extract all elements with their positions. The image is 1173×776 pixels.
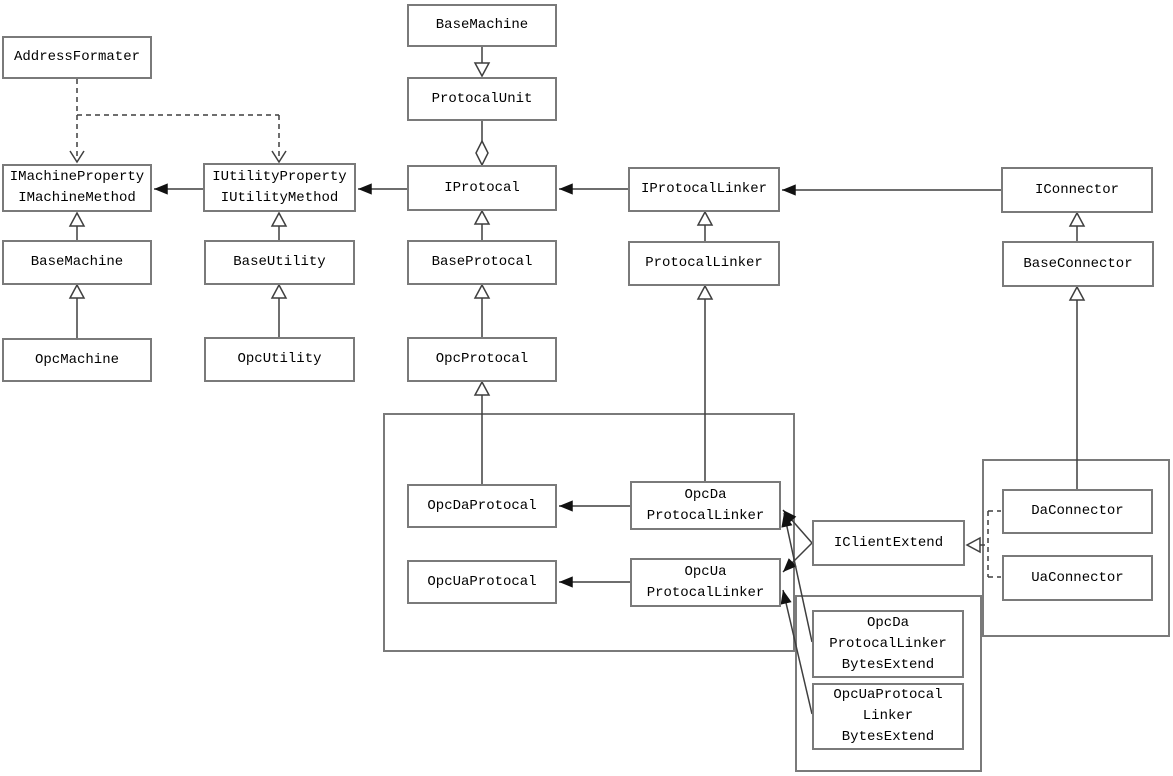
edge-opcutility-baseutility (270, 283, 288, 337)
node-opcua-bytesextend-label-2: Linker (862, 708, 914, 724)
node-baseconnector: BaseConnector (1002, 241, 1154, 287)
edge-connectors-iclientextend (980, 510, 1001, 578)
edge-opcuabytes-opcualinker (780, 589, 813, 715)
node-protocallinker: ProtocalLinker (628, 241, 780, 286)
edge-opcprotocal-baseprotocal (473, 283, 491, 337)
edge-connectors-iclientextend-triangle (965, 536, 981, 554)
node-protocalunit-label: ProtocalUnit (431, 90, 533, 107)
node-opcprotocal: OpcProtocal (407, 337, 557, 382)
node-daconnector: DaConnector (1002, 489, 1153, 534)
node-opcda-protocallinker: OpcDa ProtocalLinker (630, 481, 781, 530)
node-opcuaprotocal: OpcUaProtocal (407, 560, 557, 604)
node-addressformater: AddressFormater (2, 36, 152, 79)
node-opcda-bytesextend-label-1: OpcDa (866, 614, 909, 631)
node-opcua-protocallinker-bytesextend: OpcUaProtocal Linker BytesExtend (812, 683, 964, 750)
edge-baseprotocal-iprotocal (473, 209, 491, 240)
node-opcmachine-label: OpcMachine (34, 351, 119, 368)
edge-baseutility-iutility (270, 211, 288, 240)
edge-opcdabytes-opcdalinker (781, 512, 813, 643)
node-daconnector-label: DaConnector (1031, 503, 1124, 519)
node-opcdaprotocal: OpcDaProtocal (407, 484, 557, 528)
node-iconnector-label: IConnector (1034, 181, 1119, 198)
edge-baseconnector-iconnector (1068, 211, 1086, 241)
edge-protocalunit-iprotocal (475, 121, 489, 167)
node-opcua-bytesextend-label-3: BytesExtend (841, 729, 935, 745)
node-iprotocallinker: IProtocalLinker (628, 167, 780, 212)
node-iprotocal-label: IProtocal (444, 179, 520, 196)
node-basemachine-top-label: BaseMachine (435, 17, 529, 33)
node-basemachine-label: BaseMachine (30, 254, 124, 270)
node-opcda-bytesextend-label-3: BytesExtend (841, 656, 935, 673)
node-iutilityproperty: IUtilityProperty IUtilityMethod (203, 163, 356, 212)
edge-opcdaprotocal-opcprotocal (473, 380, 491, 484)
node-baseconnector-label: BaseConnector (1023, 255, 1133, 272)
node-addressformater-label: AddressFormater (13, 49, 141, 65)
node-iclientextend: IClientExtend (812, 520, 965, 566)
node-baseutility-label: BaseUtility (233, 254, 326, 270)
node-imachineproperty-label-1: IMachineProperty (9, 169, 145, 185)
edge-addressformater-iutility-arrow (271, 150, 287, 164)
node-iprotocal: IProtocal (407, 165, 557, 211)
edge-daconnector-baseconnector (1068, 285, 1086, 489)
node-imachineproperty: IMachineProperty IMachineMethod (2, 164, 152, 212)
edge-iclientextend-opcualinker (782, 542, 813, 573)
node-protocallinker-label: ProtocalLinker (645, 255, 763, 271)
node-uaconnector: UaConnector (1002, 555, 1153, 601)
opc-protocal-group-box (383, 413, 795, 652)
node-iprotocallinker-label: IProtocalLinker (640, 181, 768, 197)
node-uaconnector-label: UaConnector (1031, 569, 1124, 586)
node-opcda-protocallinker-bytesextend: OpcDa ProtocalLinker BytesExtend (812, 610, 964, 678)
edge-basemachine-protocalunit (473, 47, 491, 78)
node-opcdaprotocal-label: OpcDaProtocal (427, 497, 537, 514)
node-baseprotocal-label: BaseProtocal (431, 254, 533, 270)
node-opcmachine: OpcMachine (2, 338, 152, 382)
edge-addressformater-iutility (77, 114, 280, 160)
connector-group-box (982, 459, 1170, 637)
node-basemachine: BaseMachine (2, 240, 152, 285)
node-iutilityproperty-label-2: IUtilityMethod (220, 189, 339, 206)
node-baseprotocal: BaseProtocal (407, 240, 557, 285)
node-opcua-protocallinker: OpcUa ProtocalLinker (630, 558, 781, 607)
node-imachineproperty-label-2: IMachineMethod (18, 190, 136, 206)
node-opcua-protocallinker-label-2: ProtocalLinker (646, 584, 765, 601)
edge-protocallinker-iprotocallinker (696, 210, 714, 241)
edge-opcdalinker-protocallinker (696, 284, 714, 481)
node-iclientextend-label: IClientExtend (833, 534, 944, 551)
node-baseutility: BaseUtility (204, 240, 355, 285)
node-opcua-bytesextend-label-1: OpcUaProtocal (833, 687, 943, 703)
node-opcutility: OpcUtility (204, 337, 355, 382)
node-iutilityproperty-label-1: IUtilityProperty (212, 168, 347, 185)
node-opcua-protocallinker-label-1: OpcUa (684, 563, 727, 580)
node-opcda-protocallinker-label-2: ProtocalLinker (646, 507, 765, 524)
node-opcda-protocallinker-label-1: OpcDa (684, 486, 727, 503)
node-opcda-bytesextend-label-2: ProtocalLinker (829, 635, 947, 652)
edge-opcmachine-basemachine (68, 283, 86, 338)
node-protocalunit: ProtocalUnit (407, 77, 557, 121)
node-basemachine-top: BaseMachine (407, 4, 557, 47)
node-iconnector: IConnector (1001, 167, 1153, 213)
edge-addressformater-imachine-arrow (69, 150, 85, 164)
node-opcuaprotocal-label: OpcUaProtocal (427, 573, 537, 590)
node-opcutility-label: OpcUtility (237, 351, 322, 367)
node-opcprotocal-label: OpcProtocal (435, 351, 529, 367)
edge-basemachine-imachine (68, 211, 86, 240)
bytes-extend-group-box (795, 595, 982, 772)
